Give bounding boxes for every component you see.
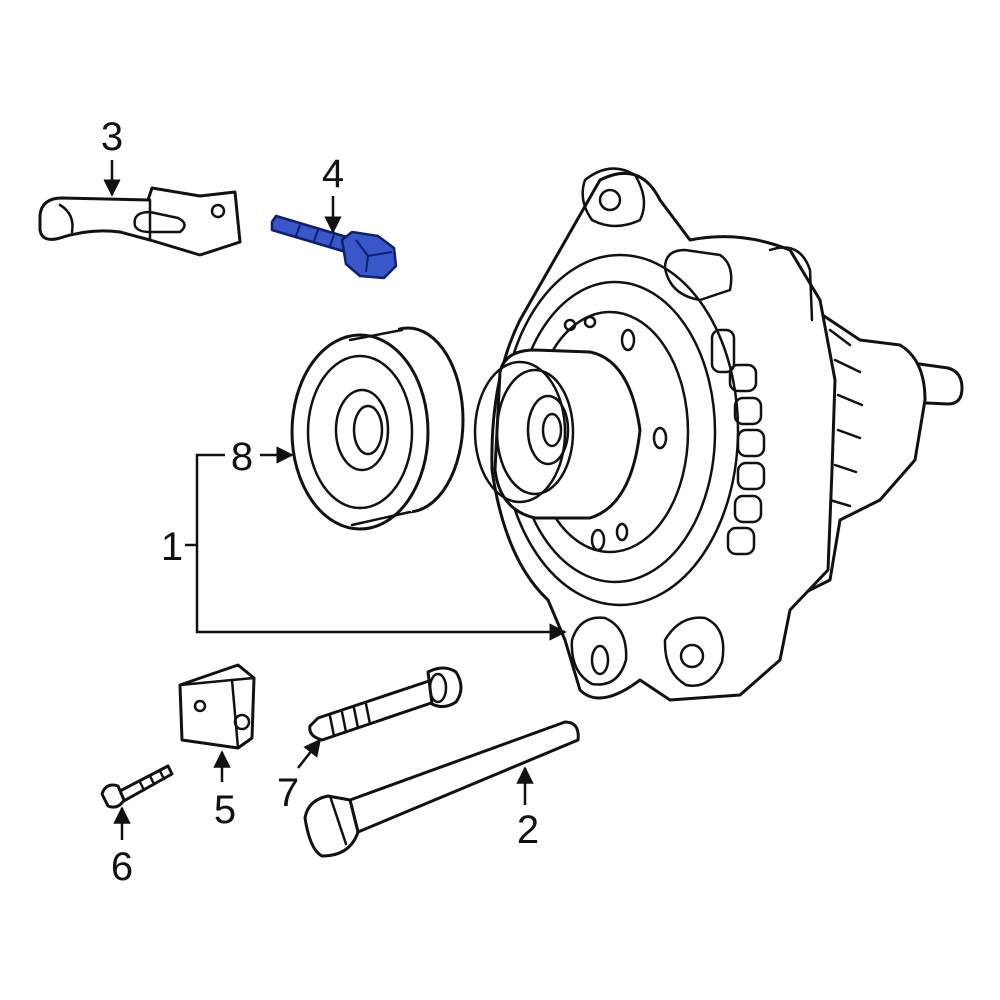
callout-3[interactable]: 3 <box>101 115 123 159</box>
spacer-block-part[interactable] <box>178 663 256 750</box>
leader-7 <box>297 738 322 769</box>
callout-7[interactable]: 7 <box>277 771 299 815</box>
callout-6[interactable]: 6 <box>111 845 133 889</box>
callout-4[interactable]: 4 <box>322 152 344 196</box>
bracket-part[interactable] <box>38 186 242 257</box>
pulley-part[interactable] <box>290 326 465 531</box>
small-bolt-part[interactable] <box>100 764 174 809</box>
callout-5[interactable]: 5 <box>214 788 236 832</box>
callout-1[interactable]: 1 <box>161 525 183 569</box>
callout-2[interactable]: 2 <box>517 808 539 852</box>
leader-1 <box>195 453 567 641</box>
callout-8[interactable]: 8 <box>231 435 253 479</box>
long-through-bolt-part[interactable] <box>303 720 580 858</box>
leader-lines <box>103 160 567 840</box>
callout-numbers: 3 4 8 1 5 6 7 2 <box>101 115 539 889</box>
alternator-assembly[interactable] <box>473 167 964 702</box>
highlighted-bolt-part[interactable] <box>270 214 398 280</box>
mounting-bolt-part[interactable] <box>308 666 463 742</box>
